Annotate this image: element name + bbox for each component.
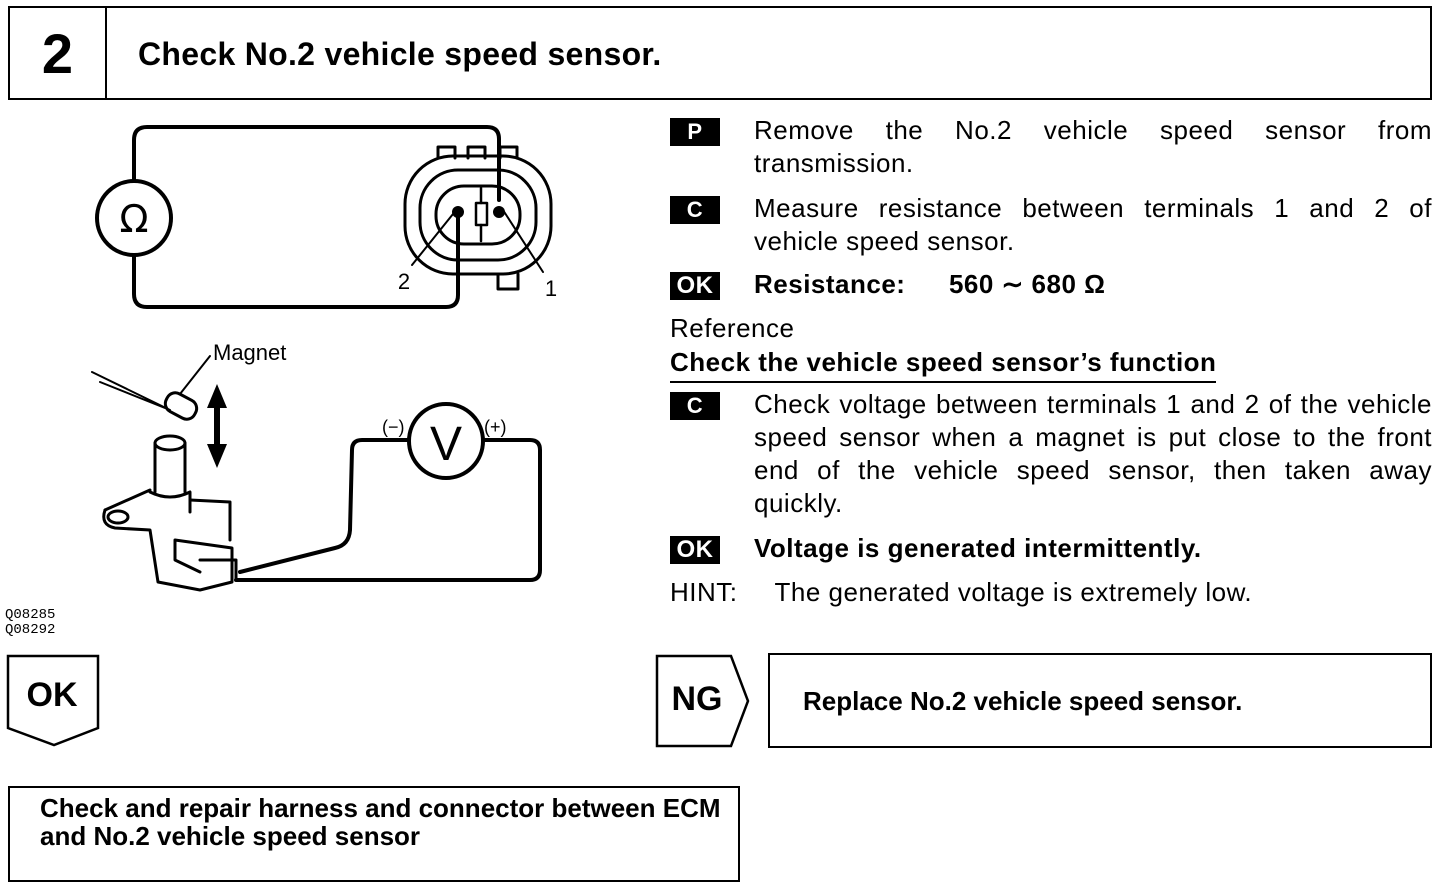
- plus-label: (+): [484, 417, 507, 437]
- voltmeter-lead-left: [238, 438, 412, 574]
- reference-heading: Check the vehicle speed sensor’s functio…: [670, 346, 1217, 383]
- reference-label: Reference: [670, 313, 795, 343]
- terminal-2-label: 2: [398, 269, 410, 294]
- image-code-1: Q08285: [5, 607, 56, 623]
- resistance-value: 560 ∼ 680 Ω: [948, 269, 1106, 299]
- hint-label: HINT:: [670, 577, 738, 607]
- hint-text: The generated voltage is extremely low.: [774, 577, 1253, 607]
- ok-action-box: Check and repair harness and connector b…: [8, 786, 740, 882]
- badge-c: C: [670, 196, 720, 224]
- motion-arrow: [207, 384, 227, 468]
- ok-label: OK: [26, 676, 78, 714]
- magnet-leader: [179, 355, 211, 395]
- ok-result-tag: [6, 654, 100, 747]
- ng-result-tag: [655, 654, 750, 748]
- ohmmeter-lead-top: [132, 125, 501, 202]
- step-number: 2: [10, 8, 107, 98]
- hint-row: HINT: The generated voltage is extremely…: [670, 576, 1432, 609]
- sensor-test-diagram: Ω 2 1 Magnet (−) (+) V: [91, 125, 557, 592]
- volt-symbol: V: [430, 418, 462, 471]
- step-header: 2 Check No.2 vehicle speed sensor.: [8, 6, 1432, 100]
- badge-c: C: [670, 392, 720, 420]
- magnet-drawing: [91, 371, 199, 421]
- ng-action-box: Replace No.2 vehicle speed sensor.: [768, 653, 1432, 748]
- badge-ok: OK: [670, 536, 720, 564]
- instruction-text: Measure resistance between terminals 1 a…: [754, 193, 1432, 256]
- magnet-label: Magnet: [213, 340, 286, 365]
- instructions-panel: P Remove the No.2 vehicle speed sensor f…: [670, 115, 1432, 618]
- ohm-symbol: Ω: [119, 197, 148, 241]
- speed-sensor-drawing: [102, 434, 238, 592]
- resistance-label: Resistance:: [754, 269, 906, 299]
- reference-text: Check voltage between terminals 1 and 2 …: [754, 389, 1432, 518]
- minus-label: (−): [382, 417, 405, 437]
- reference-ok-text: Voltage is generated intermittently.: [754, 533, 1202, 563]
- connector-outline: [403, 145, 553, 291]
- voltmeter-symbol: [407, 402, 485, 480]
- voltmeter-lead-right: [234, 438, 542, 582]
- badge-p: P: [670, 118, 720, 146]
- image-code-2: Q08292: [5, 622, 56, 638]
- ohmmeter-lead-bottom: [132, 210, 460, 309]
- step-title: Check No.2 vehicle speed sensor.: [138, 36, 662, 72]
- terminal-1-label: 1: [545, 276, 557, 301]
- ohmmeter-symbol: [95, 179, 173, 257]
- badge-ok: OK: [670, 272, 720, 300]
- instruction-text: Remove the No.2 vehicle speed sensor fro…: [754, 115, 1432, 178]
- ng-label: NG: [671, 680, 723, 718]
